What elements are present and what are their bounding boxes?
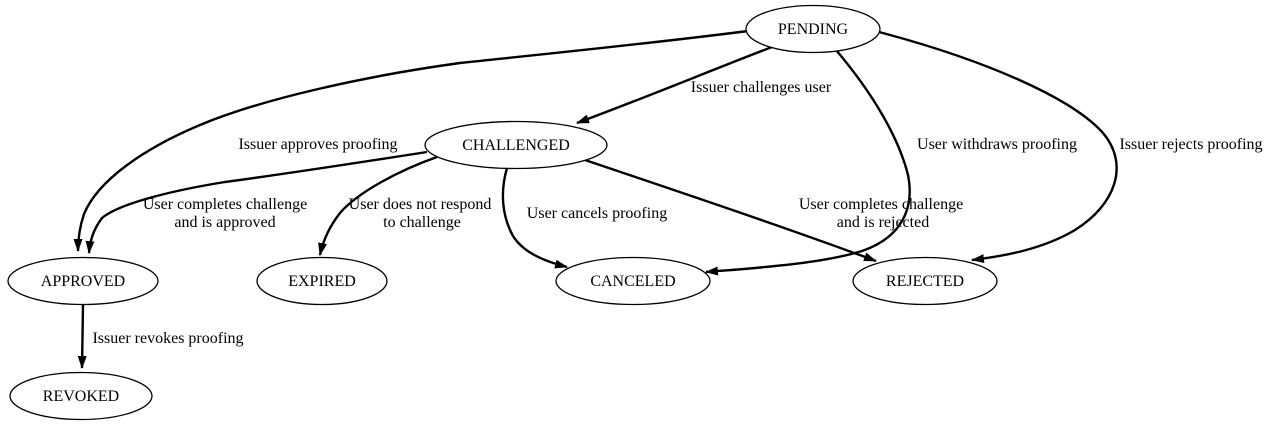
node-label-approved: APPROVED — [41, 273, 125, 290]
edge-label-issuer-approves-proofing: Issuer approves proofing — [238, 136, 397, 153]
state-node-canceled: CANCELED — [555, 256, 711, 306]
expired-ellipse — [256, 256, 388, 306]
edge-label-no-respond-line2: to challenge — [383, 214, 461, 231]
edge-label-user-cancels-proofing: User cancels proofing — [527, 205, 667, 222]
state-node-challenged: CHALLENGED — [424, 120, 608, 170]
edge-challenged-approved — [85, 150, 428, 254]
edge-challenged-canceled — [501, 167, 568, 269]
edge-label-completes-approved-line1: User completes challenge — [143, 196, 307, 213]
edge-pending-challenged — [576, 45, 773, 125]
node-label-canceled: CANCELED — [590, 273, 675, 290]
edge-label-user-withdraws-proofing: User withdraws proofing — [917, 136, 1077, 153]
edge-label-completes-rejected-line1: User completes challenge — [799, 196, 963, 213]
edge-pending-approved — [73, 29, 749, 252]
edge-label-completes-approved-line2: and is approved — [174, 214, 275, 231]
edge-pending-rejected — [878, 30, 1118, 264]
rejected-ellipse — [852, 256, 998, 306]
challenged-ellipse — [424, 120, 608, 170]
edge-label-issuer-challenges-user: Issuer challenges user — [691, 79, 832, 96]
edge-label-issuer-revokes-proofing: Issuer revokes proofing — [92, 330, 243, 347]
edge-labels-layer: Issuer challenges user Issuer approves p… — [92, 79, 1262, 347]
state-node-revoked: REVOKED — [9, 371, 153, 421]
edge-label-no-respond-line1: User does not respond — [349, 196, 492, 213]
pending-ellipse — [745, 4, 881, 54]
revoked-ellipse — [9, 371, 153, 421]
edge-challenged-expired — [318, 155, 438, 256]
edge-challenged-rejected — [584, 158, 877, 263]
approved-ellipse — [7, 256, 159, 306]
canceled-ellipse — [555, 256, 711, 306]
edge-label-issuer-rejects-proofing: Issuer rejects proofing — [1119, 136, 1262, 153]
edges-layer — [73, 29, 1118, 369]
state-node-rejected: REJECTED — [852, 256, 998, 306]
edge-label-completes-rejected-line2: and is rejected — [837, 214, 929, 231]
nodes-layer: PENDING CHALLENGED APPROVED EXPIRED CANC… — [7, 4, 998, 421]
node-label-challenged: CHALLENGED — [462, 137, 570, 154]
node-label-pending: PENDING — [778, 21, 849, 38]
node-label-rejected: REJECTED — [886, 273, 964, 290]
state-node-approved: APPROVED — [7, 256, 159, 306]
node-label-expired: EXPIRED — [288, 273, 356, 290]
state-node-pending: PENDING — [745, 4, 881, 54]
node-label-revoked: REVOKED — [43, 388, 119, 405]
state-node-expired: EXPIRED — [256, 256, 388, 306]
edge-approved-revoked — [77, 304, 87, 369]
edge-pending-canceled — [705, 49, 911, 276]
